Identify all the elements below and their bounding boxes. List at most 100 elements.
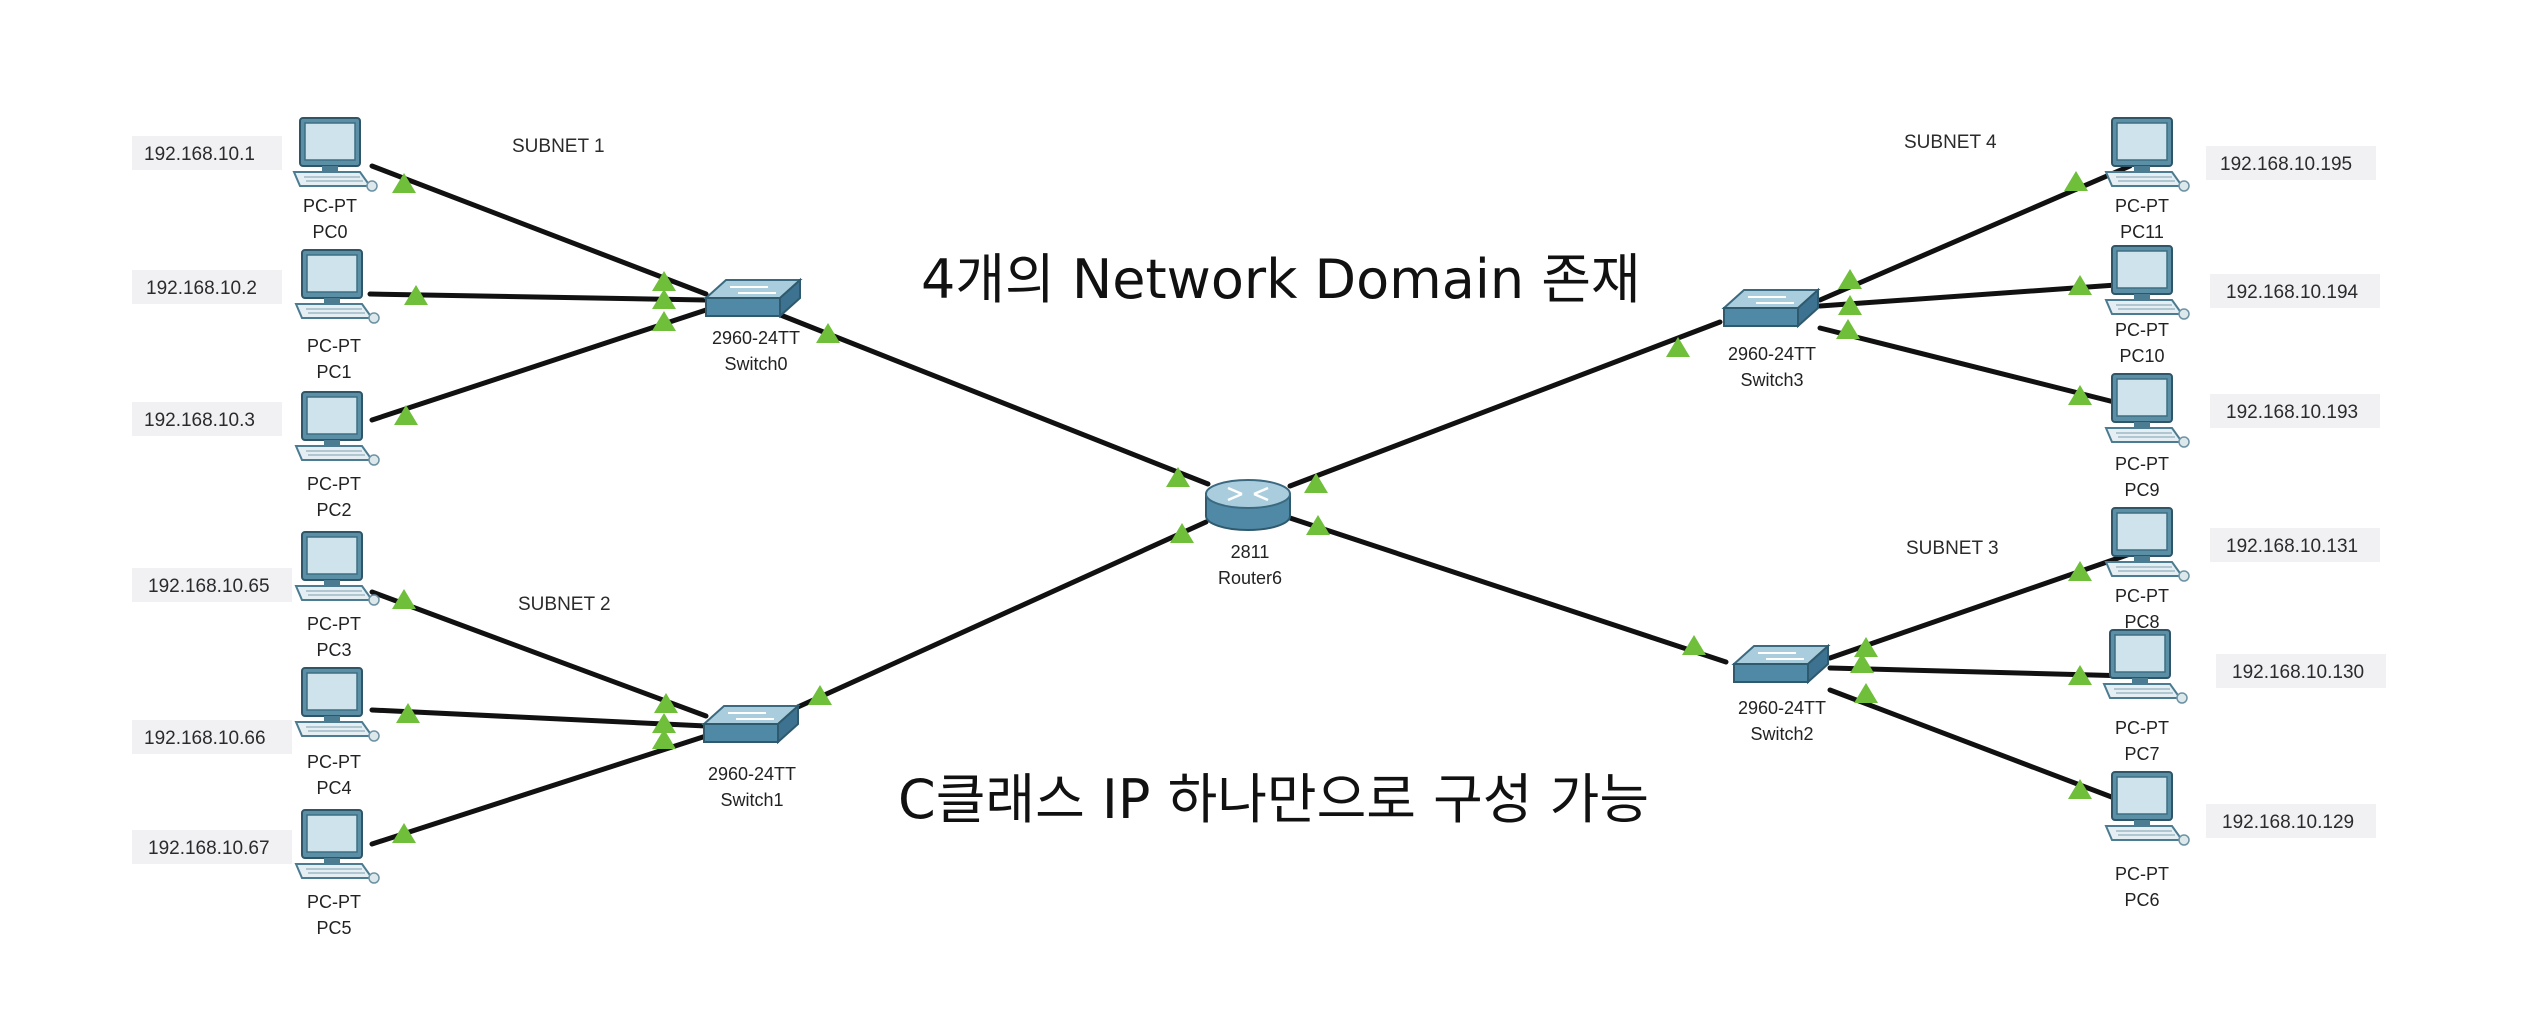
pc-name: PC7 xyxy=(2124,744,2159,764)
link-status-triangle xyxy=(1838,295,1862,315)
link-status-triangle xyxy=(392,173,416,193)
switch-model: 2960-24TT xyxy=(1728,344,1816,364)
switch-icon xyxy=(705,279,801,317)
subnet-2-label: SUBNET 2 xyxy=(518,594,611,615)
link-status-triangle xyxy=(652,271,676,291)
link-status-triangle xyxy=(1854,637,1878,657)
pc-name: PC4 xyxy=(316,778,351,798)
pc-name: PC3 xyxy=(316,640,351,660)
ip-background xyxy=(2216,654,2386,688)
caption-top: 4개의 Network Domain 존재 xyxy=(921,248,1641,311)
pc-2[interactable]: 192.168.10.3 PC-PT PC2 xyxy=(132,391,380,520)
pc-1[interactable]: 192.168.10.2 PC-PT PC1 xyxy=(132,249,380,382)
link-status-triangle xyxy=(1836,319,1860,339)
switch-icon xyxy=(1723,289,1819,327)
pc-icon xyxy=(2105,507,2190,582)
switch-icon xyxy=(703,705,799,743)
pc-type: PC-PT xyxy=(307,752,361,772)
pc-type: PC-PT xyxy=(303,196,357,216)
link-status-triangle xyxy=(816,323,840,343)
pc-name: PC5 xyxy=(316,918,351,938)
pc-icon xyxy=(293,117,378,192)
pc-ip: 192.168.10.3 xyxy=(144,410,255,431)
pc-7[interactable]: PC-PT PC7 192.168.10.130 xyxy=(2103,629,2386,764)
pc-ip: 192.168.10.66 xyxy=(144,728,266,749)
pc-name: PC8 xyxy=(2124,612,2159,632)
switch-3[interactable]: 2960-24TT Switch3 xyxy=(1723,289,1819,390)
link-status-triangle xyxy=(1682,635,1706,655)
link-status-triangle xyxy=(1304,473,1328,493)
switch-2[interactable]: 2960-24TT Switch2 xyxy=(1733,645,1829,744)
pc-icon xyxy=(295,809,380,884)
ip-background xyxy=(132,270,282,304)
pc-9[interactable]: PC-PT PC9 192.168.10.193 xyxy=(2105,373,2380,500)
pc-0[interactable]: 192.168.10.1 PC-PT PC0 xyxy=(132,117,378,242)
pc-type: PC-PT xyxy=(307,474,361,494)
pc-type: PC-PT xyxy=(2115,586,2169,606)
switch-icon xyxy=(1733,645,1829,683)
link-status-triangle xyxy=(652,729,676,749)
router-name: Router6 xyxy=(1218,568,1282,588)
switch-name: Switch3 xyxy=(1740,370,1803,390)
caption-bottom: C클래스 IP 하나만으로 구성 가능 xyxy=(898,768,1649,831)
pc-ip: 192.168.10.130 xyxy=(2232,662,2364,683)
pc-ip: 192.168.10.1 xyxy=(144,144,255,165)
link-status-triangle xyxy=(2068,275,2092,295)
link-status-triangle xyxy=(652,713,676,733)
link-router-switch2 xyxy=(1287,515,1729,665)
ip-background xyxy=(2210,274,2380,308)
ip-background xyxy=(132,830,292,864)
link-status-triangle xyxy=(654,693,678,713)
router-6[interactable]: 2811 Router6 xyxy=(1204,478,1292,588)
link-switch1-router xyxy=(775,519,1209,719)
pc-4[interactable]: 192.168.10.66 PC-PT PC4 xyxy=(132,667,380,798)
link-status-triangle xyxy=(1838,269,1862,289)
pc-name: PC2 xyxy=(316,500,351,520)
pc-icon xyxy=(295,391,380,466)
link-status-triangle xyxy=(2068,779,2092,799)
pc-3[interactable]: 192.168.10.65 PC-PT PC3 xyxy=(132,531,380,660)
ip-background xyxy=(2210,394,2380,428)
pc-11[interactable]: PC-PT PC11 192.168.10.195 xyxy=(2105,117,2376,242)
ip-background xyxy=(132,568,292,602)
link-switch0-router xyxy=(775,311,1211,487)
link-status-triangle xyxy=(808,685,832,705)
router-icon xyxy=(1204,478,1292,532)
switch-model: 2960-24TT xyxy=(708,764,796,784)
link-status-triangle xyxy=(392,589,416,609)
link-status-triangle xyxy=(1850,653,1874,673)
link-pc5-switch1 xyxy=(369,733,709,847)
pc-ip: 192.168.10.195 xyxy=(2220,154,2352,175)
switch-model: 2960-24TT xyxy=(1738,698,1826,718)
ip-background xyxy=(2206,146,2376,180)
link-pc2-switch0 xyxy=(369,307,709,423)
link-status-triangle xyxy=(652,311,676,331)
pc-type: PC-PT xyxy=(2115,196,2169,216)
link-router-switch3 xyxy=(1287,319,1723,489)
subnet-3-label: SUBNET 3 xyxy=(1906,538,1999,559)
link-status-triangle xyxy=(396,703,420,723)
link-status-triangle xyxy=(2068,665,2092,685)
pc-ip: 192.168.10.129 xyxy=(2222,812,2354,833)
router-model: 2811 xyxy=(1231,542,1270,562)
subnet-1-label: SUBNET 1 xyxy=(512,136,605,157)
pc-5[interactable]: 192.168.10.67 PC-PT PC5 xyxy=(132,809,380,938)
pc-ip: 192.168.10.193 xyxy=(2226,402,2358,423)
pc-10[interactable]: PC-PT PC10 192.168.10.194 xyxy=(2105,245,2380,366)
switch-0[interactable]: 2960-24TT Switch0 xyxy=(705,279,801,374)
ip-background xyxy=(132,402,282,436)
pc-icon xyxy=(295,667,380,742)
link-pc0-switch0 xyxy=(369,163,709,297)
link-status-triangle xyxy=(1170,523,1194,543)
switch-1[interactable]: 2960-24TT Switch1 xyxy=(703,705,799,810)
pc-name: PC9 xyxy=(2124,480,2159,500)
pc-name: PC11 xyxy=(2120,222,2164,242)
subnet-4-label: SUBNET 4 xyxy=(1904,132,1997,153)
pc-icon xyxy=(2103,629,2188,704)
link-status-triangle xyxy=(652,289,676,309)
link-status-triangle xyxy=(404,285,428,305)
pc-ip: 192.168.10.2 xyxy=(146,278,257,299)
pc-6[interactable]: PC-PT PC6 192.168.10.129 xyxy=(2105,771,2376,910)
pc-8[interactable]: PC-PT PC8 192.168.10.131 xyxy=(2105,507,2380,632)
